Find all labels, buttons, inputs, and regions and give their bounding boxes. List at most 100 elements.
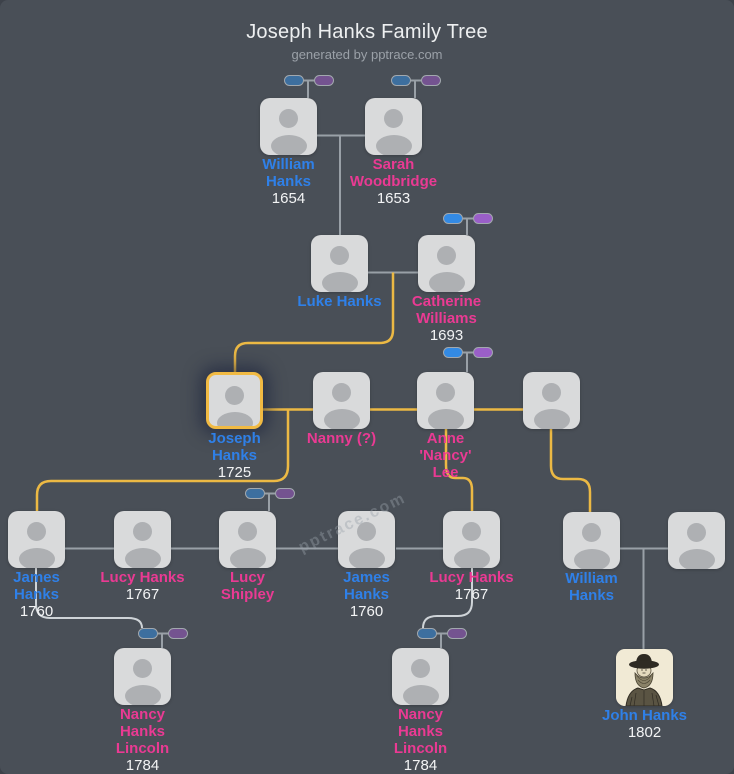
- person-card-nanny[interactable]: [313, 372, 370, 429]
- person-name: James Hanks: [13, 569, 60, 603]
- person-name: William Hanks: [262, 156, 315, 190]
- person-silhouette-icon: [417, 372, 474, 429]
- person-year: 1760: [19, 603, 54, 620]
- mother-pill[interactable]: [447, 628, 467, 639]
- mother-pill[interactable]: [473, 347, 493, 358]
- person-name: Luke Hanks: [297, 293, 382, 310]
- person-label: Anne 'Nancy' Lee: [419, 430, 471, 481]
- header: Joseph Hanks Family Tree generated by pp…: [0, 0, 734, 62]
- parents-link-nancy-hanks-lincoln-2: [417, 628, 468, 640]
- person-card-lucy-hanks[interactable]: [443, 511, 500, 568]
- person-card-nancy-hanks-lincoln-2[interactable]: [392, 648, 449, 705]
- mother-pill[interactable]: [421, 75, 441, 86]
- person-silhouette-icon: [313, 372, 370, 429]
- person-node-lucy-hanks: Lucy Hanks 1767: [429, 511, 514, 603]
- person-year: 1760: [349, 603, 384, 620]
- person-silhouette-icon: [365, 98, 422, 155]
- mother-pill[interactable]: [168, 628, 188, 639]
- person-node-nancy-hanks-lincoln-1: Nancy Hanks Lincoln 1784: [114, 648, 171, 774]
- person-node-unknown-spouse-1: [523, 372, 580, 429]
- person-silhouette-icon: [563, 512, 620, 569]
- mother-pill[interactable]: [275, 488, 295, 499]
- person-node-james-hanks: James Hanks 1760: [338, 511, 395, 620]
- person-card-catherine-williams[interactable]: [418, 235, 475, 292]
- gray-connectors: [64, 79, 668, 649]
- person-card-sarah-woodbridge[interactable]: [365, 98, 422, 155]
- person-label: Nancy Hanks Lincoln 1784: [116, 706, 169, 774]
- mother-pill[interactable]: [314, 75, 334, 86]
- person-card-lucy-hanks-sr[interactable]: [114, 511, 171, 568]
- person-year: 1802: [627, 724, 662, 741]
- person-silhouette-icon: [114, 511, 171, 568]
- person-silhouette-icon: [668, 512, 725, 569]
- person-node-joseph-hanks: Joseph Hanks 1725: [206, 372, 263, 481]
- father-pill[interactable]: [245, 488, 265, 499]
- person-year: 1767: [454, 586, 489, 603]
- person-label: Joseph Hanks 1725: [208, 430, 261, 481]
- person-label: William Hanks: [565, 570, 617, 604]
- person-card-unknown-spouse-2[interactable]: [668, 512, 725, 569]
- person-silhouette-icon: [443, 511, 500, 568]
- person-label: James Hanks 1760: [13, 569, 60, 620]
- father-pill[interactable]: [417, 628, 437, 639]
- person-card-unknown-spouse-1[interactable]: [523, 372, 580, 429]
- person-node-james-hanks-sr: James Hanks 1760: [8, 511, 65, 620]
- person-card-nancy-hanks-lincoln-1[interactable]: [114, 648, 171, 705]
- lineage-line: [35, 409, 290, 511]
- pill-stub: [304, 79, 314, 98]
- person-name: Lucy Hanks: [100, 569, 185, 586]
- father-pill[interactable]: [443, 347, 463, 358]
- person-card-james-hanks-sr[interactable]: [8, 511, 65, 568]
- person-node-nancy-hanks-lincoln-2: Nancy Hanks Lincoln 1784: [392, 648, 449, 774]
- john-hanks-portrait-image: [616, 649, 673, 706]
- person-name: Lucy Shipley: [220, 569, 275, 603]
- person-silhouette-icon: [338, 511, 395, 568]
- person-label: Nancy Hanks Lincoln 1784: [394, 706, 447, 774]
- parent-child-connectors: [35, 568, 473, 629]
- person-silhouette-icon: [8, 511, 65, 568]
- father-pill[interactable]: [443, 213, 463, 224]
- person-node-william-hanks-sr: William Hanks 1654: [260, 98, 317, 207]
- person-year: 1784: [403, 757, 438, 774]
- person-node-nanny: Nanny (?): [307, 372, 376, 447]
- mother-pill[interactable]: [473, 213, 493, 224]
- person-node-anne-nancy-lee: Anne 'Nancy' Lee: [417, 372, 474, 481]
- person-label: John Hanks 1802: [602, 707, 687, 741]
- parents-link-catherine-williams: [443, 213, 494, 225]
- person-label: William Hanks 1654: [262, 156, 314, 207]
- person-year: 1784: [125, 757, 160, 774]
- person-card-james-hanks[interactable]: [338, 511, 395, 568]
- pill-stub: [158, 632, 168, 648]
- father-pill[interactable]: [391, 75, 411, 86]
- person-silhouette-icon: [311, 235, 368, 292]
- person-label: Catherine Williams 1693: [412, 293, 481, 344]
- person-name: James Hanks: [343, 569, 390, 603]
- person-year: 1725: [217, 464, 252, 481]
- person-silhouette-icon: [114, 648, 171, 705]
- person-silhouette-icon: [209, 375, 260, 426]
- person-name: William Hanks: [565, 570, 618, 604]
- parents-link-william-hanks-sr: [284, 75, 335, 87]
- person-card-william-hanks-sr[interactable]: [260, 98, 317, 155]
- person-label: James Hanks 1760: [343, 569, 390, 620]
- parent-child-connector: [422, 568, 473, 629]
- person-card-lucy-shipley[interactable]: [219, 511, 276, 568]
- person-name: Catherine Williams: [411, 293, 482, 327]
- lineage-line: [549, 429, 592, 512]
- person-card-joseph-hanks[interactable]: [206, 372, 263, 429]
- person-card-william-hanks[interactable]: [563, 512, 620, 569]
- person-card-luke-hanks[interactable]: [311, 235, 368, 292]
- person-label: Lucy Hanks 1767: [429, 569, 513, 603]
- parents-link-sarah-woodbridge: [391, 75, 442, 87]
- pill-stub: [411, 79, 421, 98]
- person-silhouette-icon: [418, 235, 475, 292]
- person-card-anne-nancy-lee[interactable]: [417, 372, 474, 429]
- page-title: Joseph Hanks Family Tree: [246, 21, 488, 43]
- father-pill[interactable]: [284, 75, 304, 86]
- person-node-catherine-williams: Catherine Williams 1693: [412, 235, 481, 344]
- father-pill[interactable]: [138, 628, 158, 639]
- parents-link-anne-nancy-lee: [443, 347, 494, 359]
- person-card-john-hanks[interactable]: [616, 649, 673, 706]
- person-silhouette-icon: [523, 372, 580, 429]
